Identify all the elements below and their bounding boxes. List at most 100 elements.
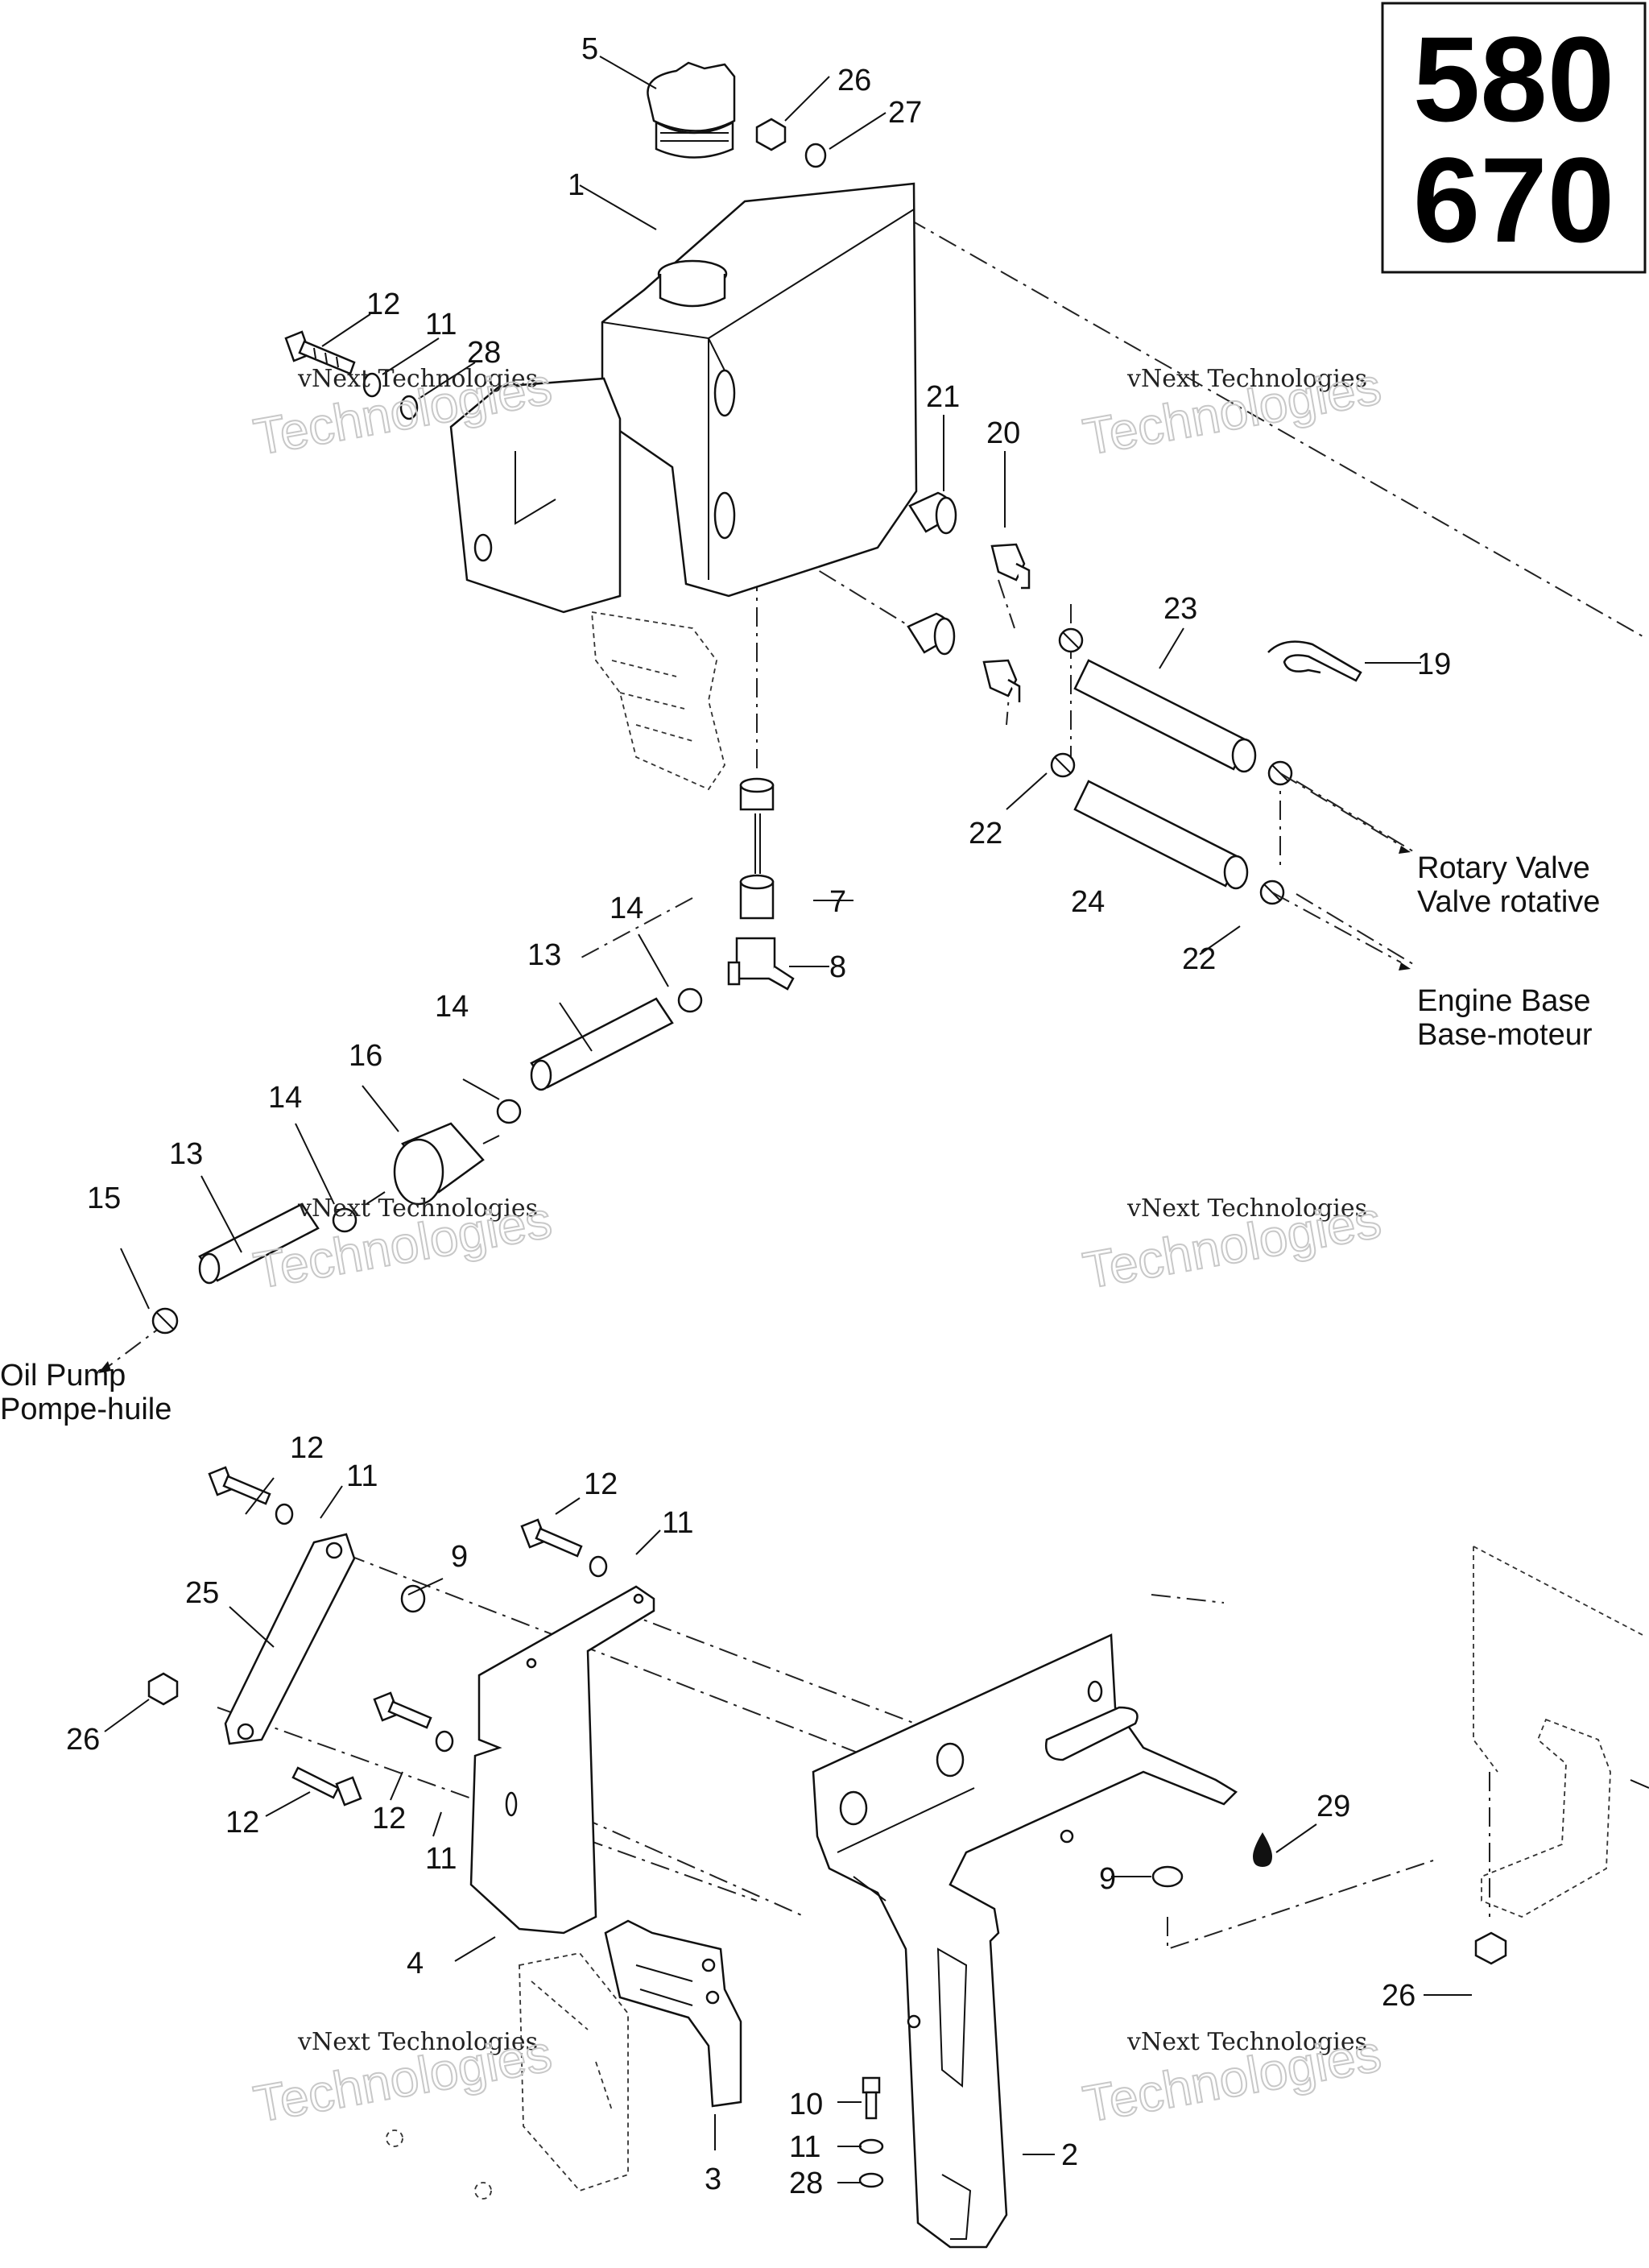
callout-13-b: 13 (169, 1137, 203, 1171)
callout-25: 25 (185, 1576, 219, 1610)
callout-26: 26 (837, 64, 871, 97)
callout-11-e: 11 (789, 2130, 820, 2164)
callout-21: 21 (926, 380, 960, 414)
callout-29: 29 (1316, 1790, 1350, 1823)
callout-12-b: 12 (290, 1431, 324, 1465)
callout-11-c: 11 (662, 1506, 693, 1540)
clamp-22-a (1058, 627, 1084, 653)
callout-9-a: 9 (451, 1540, 468, 1574)
hose-24 (1073, 780, 1249, 890)
watermark-6: vNext Technologies Technologies (1078, 2023, 1386, 2134)
callout-27: 27 (888, 96, 922, 130)
clamp-14-b (496, 1099, 522, 1124)
svg-text:vNext Technologies: vNext Technologies (297, 1194, 538, 1223)
clamp-14-a (677, 987, 703, 1013)
callout-28: 28 (467, 336, 501, 370)
oil-tank (449, 182, 918, 614)
callout-7: 7 (829, 885, 846, 919)
label-engine-base-fr: Base-moteur (1417, 1018, 1593, 1052)
mounting-plate (469, 1585, 655, 1935)
nut-top (755, 118, 787, 151)
clamp-14-c (332, 1207, 357, 1233)
oil-drop-icon (1253, 1832, 1272, 1867)
svg-text:vNext Technologies: vNext Technologies (297, 365, 538, 393)
bracket-3 (604, 1919, 742, 2108)
leader-lines (104, 56, 1472, 2183)
callout-numbers: 5 26 27 1 12 11 28 21 20 23 19 22 24 22 … (66, 32, 1451, 2200)
nut-26-left (147, 1672, 179, 1706)
bolt-12-lower-b (520, 1518, 583, 1558)
hose-13-b (198, 1202, 320, 1285)
bolt-12-lower-a (208, 1466, 271, 1505)
grommet-lower (907, 612, 956, 656)
oil-cap (647, 61, 736, 159)
callout-11-b: 11 (346, 1459, 378, 1493)
callout-19: 19 (1417, 648, 1451, 681)
label-rotary-valve-fr: Valve rotative (1417, 885, 1600, 919)
nut-26-right (1474, 1931, 1507, 1965)
svg-text:vNext Technologies: vNext Technologies (1126, 1194, 1367, 1223)
callout-12-d: 12 (225, 1806, 259, 1840)
callout-11-d: 11 (425, 1842, 457, 1876)
elbow-fitting-lower (982, 659, 1021, 702)
callout-9-b: 9 (1099, 1862, 1116, 1896)
washer-9-right (1151, 1865, 1184, 1888)
callout-2: 2 (1061, 2138, 1078, 2172)
bolt-12-lower-d (291, 1766, 362, 1807)
label-engine-base-en: Engine Base (1417, 984, 1591, 1018)
callout-14-a: 14 (610, 892, 643, 925)
callout-14-c: 14 (268, 1081, 302, 1115)
callout-1: 1 (568, 168, 585, 202)
bolt-12-lower-c (373, 1691, 432, 1729)
svg-text:vNext Technologies: vNext Technologies (1126, 365, 1367, 393)
callout-24: 24 (1071, 885, 1105, 919)
label-oil-pump-en: Oil Pump (0, 1359, 126, 1393)
callout-15: 15 (87, 1182, 121, 1215)
callout-5: 5 (581, 32, 598, 66)
callout-14-b: 14 (435, 990, 469, 1024)
clamp-22-b (1050, 752, 1076, 778)
watermark-4: vNext Technologies Technologies (1078, 1190, 1386, 1301)
hose-13-a (530, 997, 674, 1091)
strainer (739, 874, 775, 920)
shut-off-valve (727, 937, 795, 991)
callout-28-b: 28 (789, 2167, 823, 2200)
tank-outlet-fitting (739, 777, 775, 874)
callout-12-c: 12 (584, 1467, 618, 1501)
cable-tie (1267, 640, 1362, 682)
callout-26-b: 26 (66, 1723, 100, 1757)
callout-11: 11 (425, 308, 457, 341)
watermark-5: vNext Technologies Technologies (249, 2023, 556, 2134)
bolt-10 (862, 2076, 881, 2120)
callout-10: 10 (789, 2088, 823, 2121)
callout-13-a: 13 (527, 938, 561, 972)
bolt-tank (284, 330, 356, 375)
hose-23 (1073, 659, 1257, 773)
ghost-bracket-right (1473, 1546, 1649, 1918)
ghost-module (386, 1952, 629, 2200)
svg-text:vNext Technologies: vNext Technologies (297, 2028, 538, 2056)
clamp-15 (151, 1307, 179, 1335)
callout-22-b: 22 (1182, 942, 1216, 976)
svg-text:vNext Technologies: vNext Technologies (1126, 2028, 1367, 2056)
support-strut (224, 1533, 356, 1745)
label-rotary-valve-en: Rotary Valve (1417, 851, 1590, 885)
washer-9-left (400, 1584, 426, 1613)
model-670: 670 (1413, 132, 1614, 267)
callout-16: 16 (349, 1039, 382, 1073)
washer-top (804, 143, 827, 168)
main-bracket (812, 1633, 1238, 2249)
model-box: 580 670 (1381, 2, 1647, 274)
callout-26-c: 26 (1382, 1979, 1415, 2013)
destination-labels: Rotary Valve Valve rotative Engine Base … (0, 851, 1600, 1426)
callout-4: 4 (407, 1947, 424, 1980)
watermark-2: vNext Technologies Technologies (1078, 356, 1386, 467)
label-oil-pump-fr: Pompe-huile (0, 1393, 172, 1426)
callout-23: 23 (1163, 592, 1197, 626)
fuel-filter (366, 1122, 500, 1206)
ghost-bracket-upper (591, 610, 725, 791)
grommet-upper (908, 491, 957, 535)
callout-22-a: 22 (969, 817, 1002, 850)
callout-12: 12 (366, 288, 400, 321)
